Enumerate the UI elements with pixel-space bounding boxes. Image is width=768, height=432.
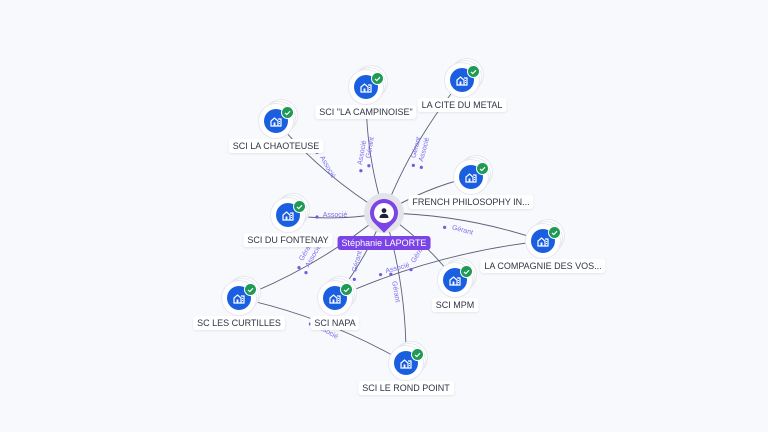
edge-napa-compagnie xyxy=(334,240,544,299)
company-label: LA COMPAGNIE DES VOS... xyxy=(480,259,606,273)
edge-arrow xyxy=(389,272,393,276)
edge-arrow xyxy=(367,164,371,168)
person-icon xyxy=(374,203,394,223)
edge-arrow xyxy=(315,215,319,219)
edge-label: Gérant xyxy=(365,137,376,159)
verified-check-icon xyxy=(293,200,306,213)
edge-label: Gérant xyxy=(390,281,401,303)
company-label: SCI "LA CAMPINOISE" xyxy=(315,105,417,119)
person-label: Stéphanie LAPORTE xyxy=(337,236,431,250)
verified-check-icon xyxy=(548,226,561,239)
company-label: SC LES CURTILLES xyxy=(193,316,285,330)
edge-label: Gérant xyxy=(451,224,474,236)
verified-check-icon xyxy=(411,348,424,361)
edge-arrow xyxy=(379,273,383,277)
edge-arrow xyxy=(419,165,423,169)
company-label: SCI LE ROND POINT xyxy=(358,381,454,395)
edge-arrow xyxy=(304,270,308,275)
company-label: SCI MPM xyxy=(431,298,479,312)
verified-check-icon xyxy=(244,283,257,296)
edge-label: Associé xyxy=(357,140,368,165)
building-icon xyxy=(323,286,347,310)
building-icon xyxy=(531,229,555,253)
company-label: SCI LA CHAOTEUSE xyxy=(228,139,324,153)
edge-label: Associé xyxy=(323,212,348,219)
edge-arrow xyxy=(352,277,356,281)
edge-label: Associé xyxy=(318,155,336,180)
edge-arrow xyxy=(443,225,447,229)
verified-check-icon xyxy=(460,265,473,278)
verified-check-icon xyxy=(281,106,294,119)
edge-label: Gérant xyxy=(351,250,363,273)
edge-arrow xyxy=(297,265,301,270)
company-label: SCI NAPA xyxy=(310,316,360,330)
company-label: SCI DU FONTENAY xyxy=(243,233,333,247)
edge-arrow xyxy=(409,267,413,272)
edge-arrow xyxy=(411,163,415,167)
verified-check-icon xyxy=(476,162,489,175)
company-label: LA CITE DU METAL xyxy=(417,98,507,112)
verified-check-icon xyxy=(467,65,480,78)
edge-arrow xyxy=(359,169,363,173)
company-label: FRENCH PHILOSOPHY IN... xyxy=(408,195,534,209)
verified-check-icon xyxy=(371,72,384,85)
verified-check-icon xyxy=(340,283,353,296)
